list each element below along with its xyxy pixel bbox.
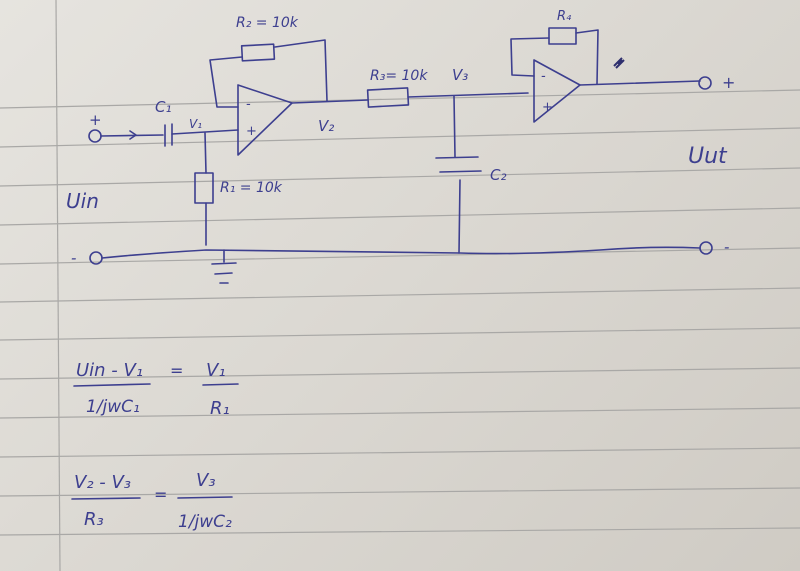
v3-wire <box>407 92 529 98</box>
capacitor-c2 <box>435 156 482 173</box>
eq1-lhs-numerator: Uin - V₁ <box>76 360 143 381</box>
resistor-r1 <box>194 172 214 204</box>
uin-label: Uin <box>66 189 99 213</box>
eq2-lhs-denominator: R₃ <box>84 509 104 530</box>
output-minus-sign: - <box>724 238 729 256</box>
output-minus-terminal <box>699 241 713 255</box>
resistor-r4 <box>548 27 577 45</box>
opamp2-minus-sign: - <box>541 69 546 84</box>
input-plus-terminal <box>88 129 102 143</box>
input-plus-sign: + <box>89 111 102 129</box>
r4-wire-right <box>575 29 599 85</box>
uut-label: Uut <box>688 144 728 169</box>
v2-label: V₂ <box>318 117 334 135</box>
eq1-rhs-denominator: R₁ <box>210 398 230 419</box>
eq1-rhs-numerator: V₁ <box>206 360 226 381</box>
output-plus-sign: + <box>722 73 735 92</box>
r1-label: R₁ = 10k <box>220 180 283 196</box>
r4-label: R₄ <box>557 9 572 24</box>
eq1-lhs-denominator: 1/jwC₁ <box>86 397 140 417</box>
opamp1-plus-sign: + <box>246 124 257 139</box>
scribble-mark <box>613 57 625 69</box>
v1-wire <box>171 129 239 135</box>
equation-1: Uin - V₁ 1/jwC₁ = V₁ R₁ <box>73 360 239 419</box>
opamp2-plus-sign: + <box>542 100 553 115</box>
c2-wire-top <box>453 95 456 158</box>
ground-rail <box>101 246 701 259</box>
eq2-rhs-numerator: V₃ <box>196 470 216 491</box>
equation-2: V₂ - V₃ R₃ = V₃ 1/jwC₂ <box>71 470 233 532</box>
opamp-2 <box>533 59 581 123</box>
r2-wire-left <box>209 56 243 108</box>
input-wire <box>100 134 164 137</box>
v3-label: V₃ <box>452 66 468 84</box>
c2-wire-bottom <box>458 179 461 254</box>
opamp1-minus-sign: - <box>246 97 251 112</box>
r2-label: R₂ = 10k <box>236 15 299 31</box>
output-wire <box>579 80 701 86</box>
arrow-icon <box>129 130 137 140</box>
v1-label: V₁ <box>189 117 202 131</box>
resistor-r2 <box>240 43 276 62</box>
eq2-lhs-numerator: V₂ - V₃ <box>74 472 131 493</box>
eq1-equals: = <box>170 361 183 380</box>
c2-label: C₂ <box>490 166 507 184</box>
eq2-rhs-denominator: 1/jwC₂ <box>178 512 232 532</box>
c1-label: C₁ <box>155 98 172 116</box>
eq2-equals: = <box>154 485 167 504</box>
resistor-r3 <box>366 87 410 108</box>
r3-label: R₃= 10k <box>370 68 428 84</box>
r2-wire-right <box>274 39 328 102</box>
opamp-1 <box>237 84 293 156</box>
ground-icon <box>211 249 237 284</box>
output-plus-terminal <box>698 76 712 90</box>
input-minus-sign: - <box>71 249 76 267</box>
v2-wire <box>291 99 369 104</box>
r4-wire-left <box>510 37 550 77</box>
r1-wire-top <box>204 132 207 174</box>
